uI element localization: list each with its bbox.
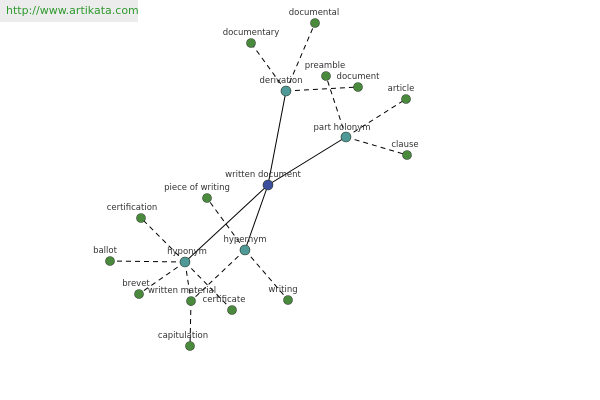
node-documental[interactable] [310,18,320,28]
edge-derivation-to-documentary [250,42,287,92]
node-documentary[interactable] [246,38,256,48]
edge-hypernym-to-piece-of-writing [206,197,246,251]
label-piece-of-writing[interactable]: piece of writing [164,183,230,193]
label-hypernym[interactable]: hypernym [223,235,266,245]
label-clause[interactable]: clause [391,140,418,150]
edge-written-document-to-hypernym [244,184,269,251]
node-article[interactable] [401,94,411,104]
label-documentary[interactable]: documentary [223,28,280,38]
edge-written-material-to-capitulation [189,300,192,347]
edge-written-document-to-part-holonym [267,136,347,186]
label-brevet[interactable]: brevet [122,279,150,289]
edge-hyponym-to-certification [140,217,186,263]
node-piece-of-writing[interactable] [202,193,212,203]
label-writing[interactable]: writing [268,285,297,295]
site-url-banner[interactable]: http://www.artikata.com [0,0,139,22]
label-preamble[interactable]: preamble [305,61,345,71]
edge-hyponym-to-certificate [184,261,233,311]
node-derivation[interactable] [280,85,292,97]
label-documental[interactable]: documental [289,8,339,18]
label-certification[interactable]: certification [107,203,158,213]
label-ballot[interactable]: ballot [93,246,118,256]
edge-hyponym-to-ballot [109,260,186,263]
label-derivation[interactable]: derivation [259,76,302,86]
node-ballot[interactable] [105,256,115,266]
edge-derivation-to-document [285,86,359,92]
node-hyponym[interactable] [179,256,191,268]
edge-hypernym-to-writing [244,249,289,301]
edge-hypernym-to-written-material [190,249,246,302]
edge-hyponym-to-written-material [184,261,192,302]
node-certification[interactable] [136,213,146,223]
node-capitulation[interactable] [185,341,195,351]
label-hyponym[interactable]: hyponym [167,247,207,257]
edge-layer [109,22,408,347]
label-certificate[interactable]: certificate [203,295,246,305]
node-hypernym[interactable] [239,244,251,256]
edge-derivation-to-documental [285,22,316,92]
label-part-holonym[interactable]: part holonym [314,123,371,133]
edge-hyponym-to-brevet [138,261,186,295]
node-clause[interactable] [402,150,412,160]
edge-written-document-to-derivation [267,90,287,186]
edge-part-holonym-to-preamble [325,75,347,138]
node-writing[interactable] [283,295,293,305]
edge-part-holonym-to-clause [345,136,408,156]
node-preamble[interactable] [321,71,331,81]
node-written-material[interactable] [186,296,196,306]
label-layer: written document derivation part holonym hy… [93,8,419,341]
edge-written-document-to-hyponym [184,184,269,263]
label-capitulation[interactable]: capitulation [158,331,208,341]
label-written-material[interactable]: written material [148,286,216,296]
node-layer [105,18,412,351]
node-brevet[interactable] [134,289,144,299]
node-written-document[interactable] [262,179,274,191]
label-article[interactable]: article [388,84,415,94]
node-document[interactable] [353,82,363,92]
label-document[interactable]: document [337,72,381,82]
label-written-document[interactable]: written document [225,170,301,180]
node-part-holonym[interactable] [340,131,352,143]
edge-part-holonym-to-article [345,98,407,138]
node-certificate[interactable] [227,305,237,315]
